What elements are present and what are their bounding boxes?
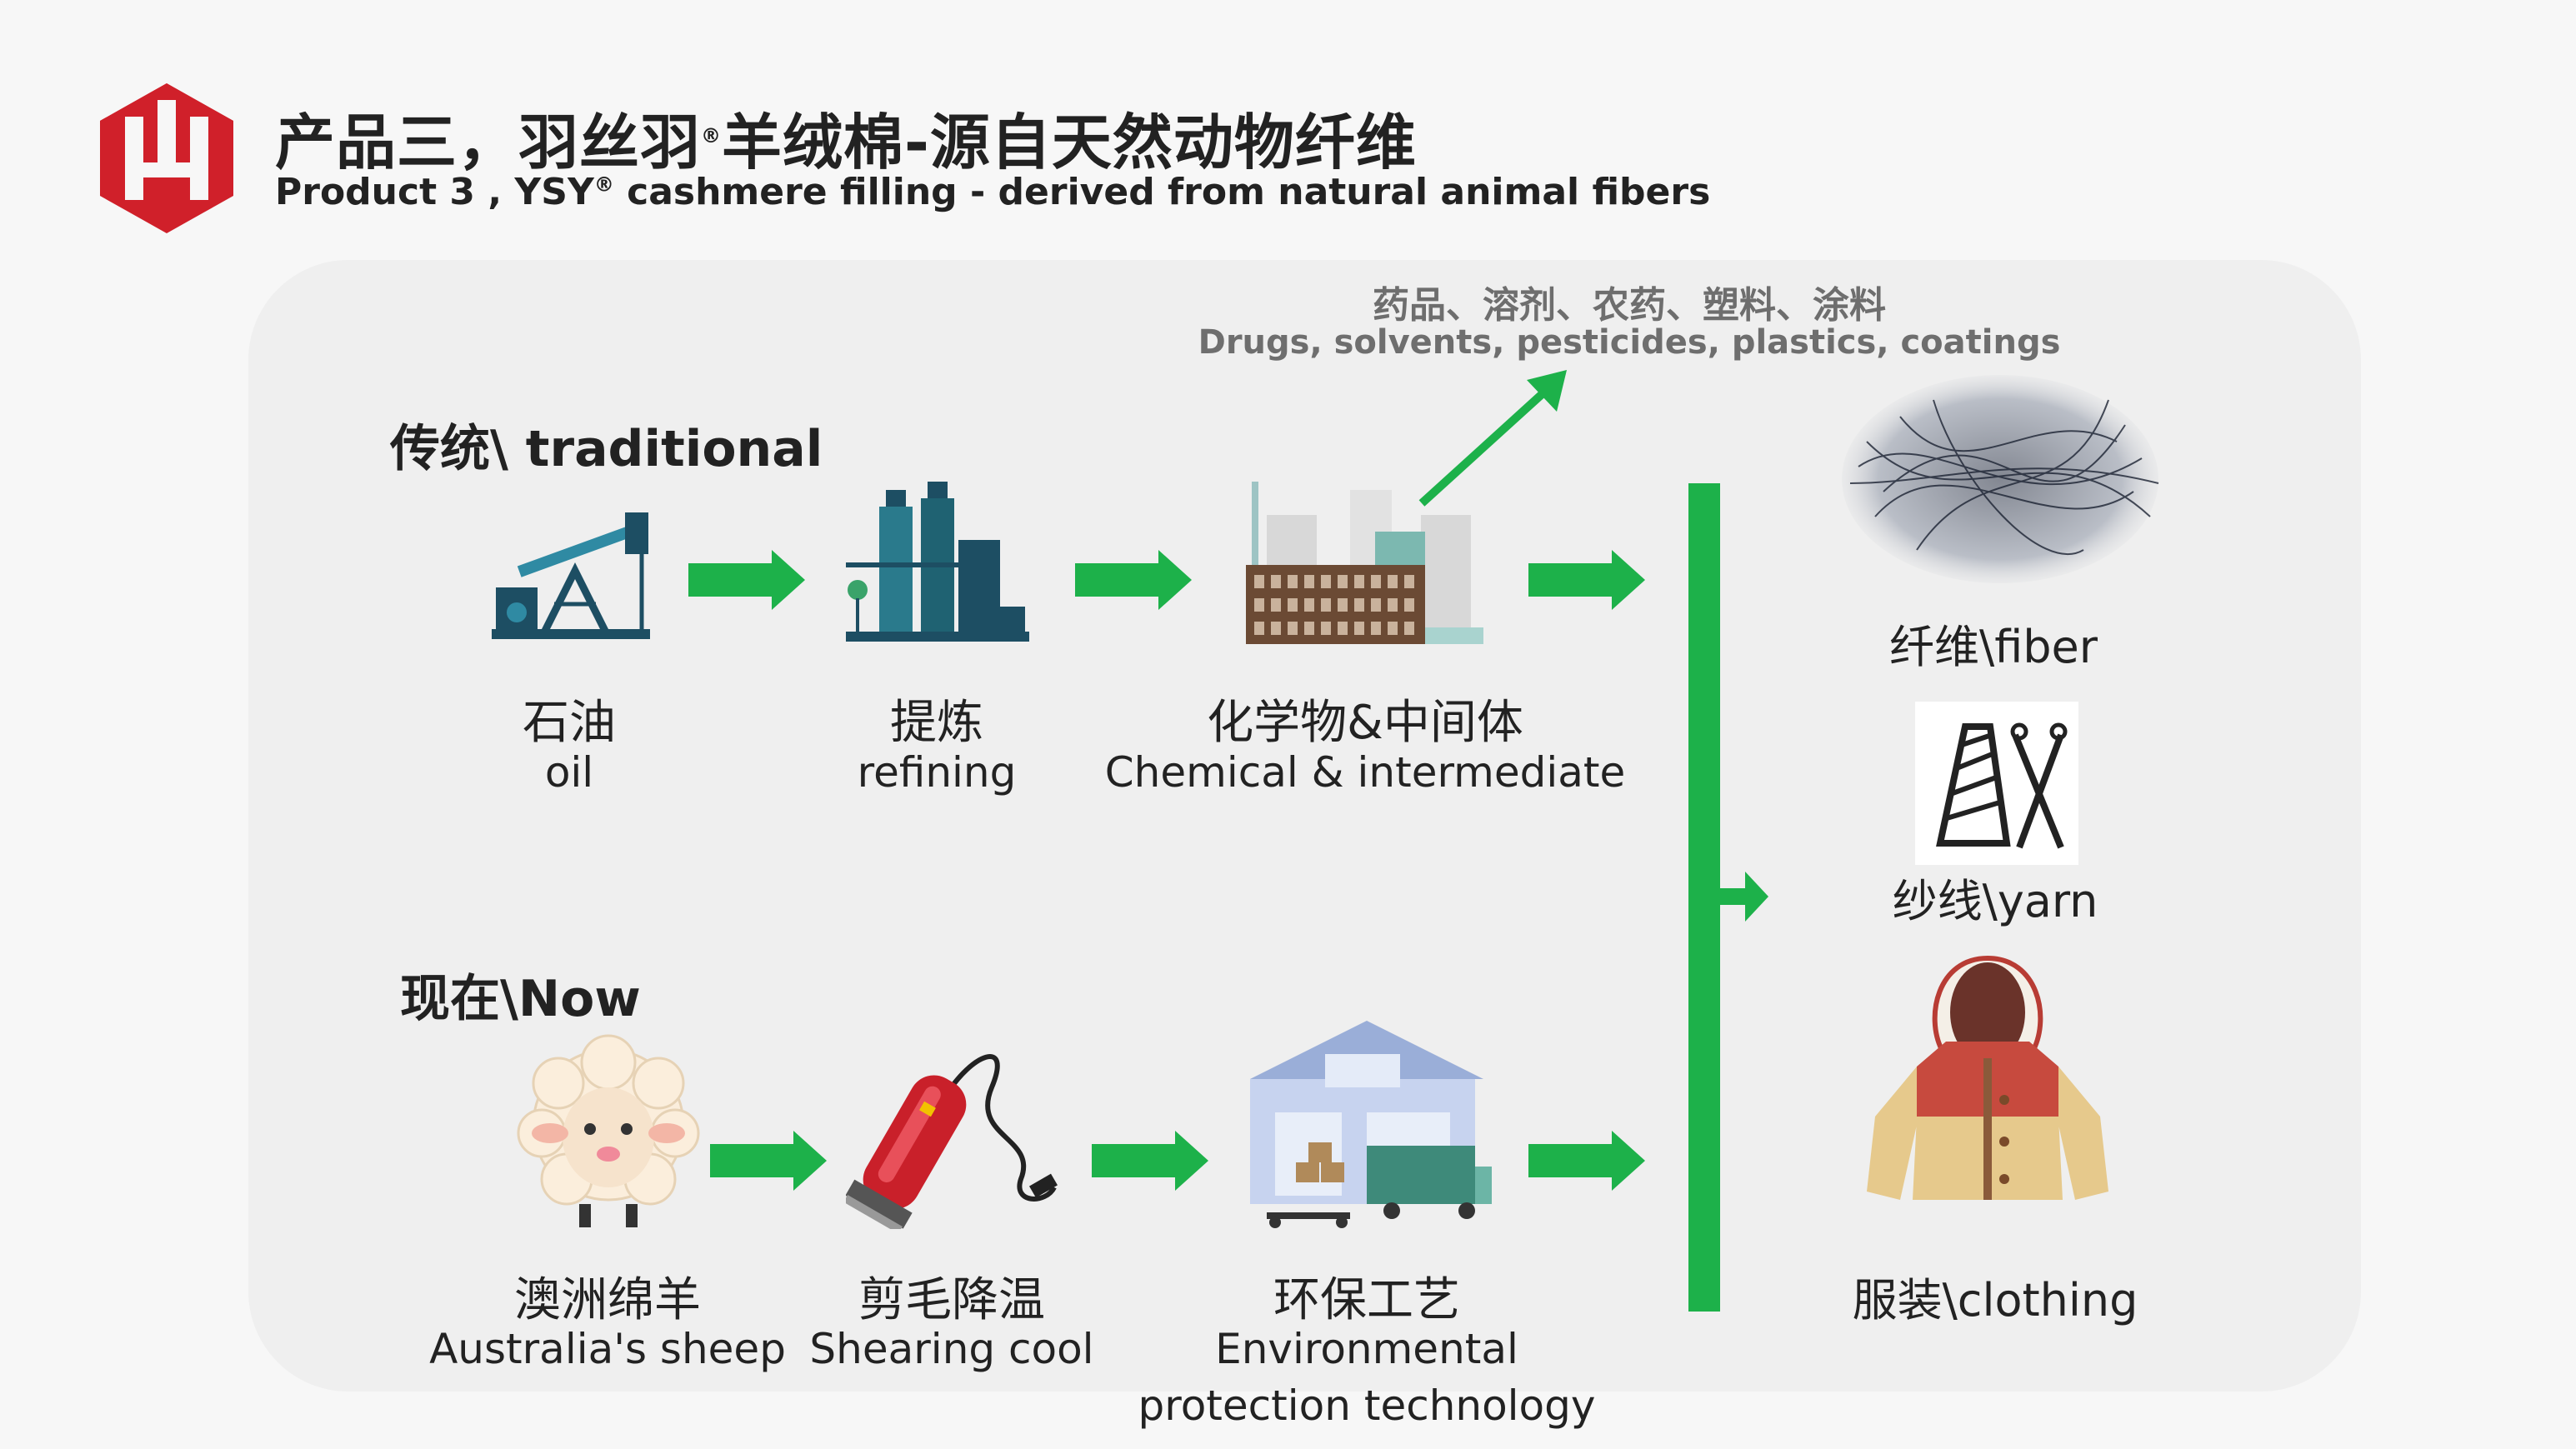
arrow-sheep-to-shearing [710, 1131, 827, 1191]
step-oil-cn: 石油 [523, 696, 616, 750]
clipper-icon [846, 1054, 1058, 1229]
step-eco-en-line1: Environmental [1215, 1325, 1518, 1373]
step-shearing-cn: 剪毛降温 [858, 1273, 1045, 1327]
arrow-chemical-to-bar [1528, 550, 1645, 610]
arrow-eco-to-bar [1528, 1131, 1645, 1191]
oil-pump-icon [492, 512, 650, 639]
step-sheep-en: Australia's sheep [429, 1325, 786, 1373]
output-yarn-label: 纱线\yarn [1892, 875, 2098, 927]
section-traditional: 传统\ traditional [390, 420, 823, 478]
step-refining-en: refining [857, 748, 1017, 797]
output-fiber-label: 纤维\fiber [1889, 621, 2098, 673]
factory-icon [1246, 482, 1483, 644]
arrow-oil-to-refining [688, 550, 805, 610]
company-logo [100, 83, 233, 233]
warehouse-icon [1250, 1021, 1492, 1228]
section-now: 现在\Now [400, 970, 641, 1028]
output-clothing-label: 服装\clothing [1852, 1274, 2138, 1327]
page-title-en: Product 3 , YSY® cashmere filling - deri… [275, 171, 1711, 213]
collector-bar [1688, 483, 1720, 1312]
byproducts-en: Drugs, solvents, pesticides, plastics, c… [1198, 323, 2061, 362]
page-title-cn: 产品三，羽丝羽®羊绒棉-源自天然动物纤维 [275, 107, 1417, 177]
refinery-icon [846, 482, 1029, 642]
arrow-refining-to-chemical [1075, 550, 1192, 610]
fiber-icon [1842, 375, 2159, 583]
arrow-to-byproducts [1418, 385, 1552, 507]
step-chemical-en: Chemical & intermediate [1104, 748, 1626, 797]
step-sheep-cn: 澳洲绵羊 [514, 1273, 701, 1327]
step-oil-en: oil [544, 748, 594, 797]
step-eco-cn: 环保工艺 [1273, 1273, 1460, 1327]
arrow-bar-to-outputs [1720, 872, 1768, 922]
byproducts-cn: 药品、溶剂、农药、塑料、涂料 [1373, 284, 1886, 327]
step-eco-en-line2: protection technology [1138, 1382, 1596, 1430]
step-shearing-en: Shearing cool [809, 1325, 1094, 1373]
step-chemical-cn: 化学物&中间体 [1207, 696, 1523, 750]
step-refining-cn: 提炼 [890, 696, 983, 750]
jacket-icon [1867, 955, 2108, 1200]
arrow-shearing-to-eco [1092, 1131, 1208, 1191]
yarn-icon [1915, 702, 2078, 865]
sheep-icon [517, 1034, 700, 1227]
